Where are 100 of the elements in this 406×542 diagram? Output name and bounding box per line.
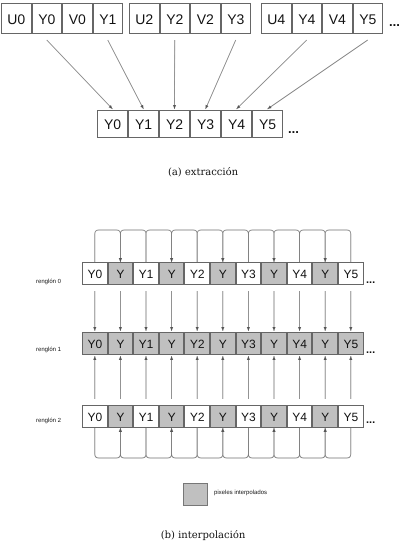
sample-cell: Y2 — [184, 405, 210, 428]
sample-cell: Y — [210, 405, 236, 428]
sample-cell: V0 — [62, 3, 92, 34]
sample-cell: Y — [261, 262, 287, 285]
arrow — [248, 428, 276, 458]
arrow — [236, 40, 308, 110]
sample-cell: Y5 — [352, 3, 383, 34]
sample-cell: Y — [261, 405, 287, 428]
arrow — [272, 356, 276, 400]
sample-cell: Y2 — [184, 262, 210, 285]
arrow — [246, 290, 250, 332]
arrow — [170, 428, 198, 458]
arrow — [221, 290, 224, 332]
sample-cell: Y3 — [236, 332, 262, 355]
arrow — [272, 290, 276, 332]
ellipsis: ... — [366, 414, 376, 426]
arrow — [298, 290, 302, 332]
sample-cell: Y3 — [190, 110, 221, 138]
sample-cell: Y — [312, 262, 338, 285]
sample-cell: Y3 — [236, 262, 262, 285]
sample-cell: Y4 — [286, 262, 312, 285]
ellipsis: ... — [366, 344, 376, 356]
sample-cell: Y0 — [82, 405, 108, 428]
arrow — [299, 428, 327, 458]
sample-cell: Y — [108, 405, 134, 428]
sample-cell: Y2 — [159, 110, 190, 138]
sample-cell: Y3 — [236, 405, 262, 428]
sample-cell: Y0 — [32, 3, 62, 34]
arrow — [144, 290, 148, 332]
sample-cell: Y5 — [338, 262, 364, 285]
arrow — [118, 290, 122, 332]
sample-cell: Y — [312, 332, 338, 355]
arrow — [146, 230, 174, 262]
arrow — [170, 356, 174, 400]
sample-cell: Y — [158, 332, 184, 355]
arrow — [272, 230, 300, 262]
arrow — [118, 428, 146, 458]
sample-cell: Y — [158, 405, 184, 428]
sample-cell: Y3 — [220, 3, 251, 34]
arrow — [267, 40, 368, 110]
arrow — [170, 290, 174, 332]
arrow — [246, 356, 250, 400]
sample-cell: Y — [210, 262, 236, 285]
sample-cell: Y5 — [338, 332, 364, 355]
sample-cell: Y — [210, 332, 236, 355]
sample-cell: Y — [312, 405, 338, 428]
ellipsis: ... — [389, 14, 400, 29]
sample-cell: Y1 — [128, 110, 159, 138]
sample-cell: Y4 — [221, 110, 252, 138]
sample-cell: Y — [261, 332, 287, 355]
sample-cell: Y2 — [160, 3, 190, 34]
arrow — [221, 230, 249, 262]
arrow — [196, 230, 224, 262]
arrow — [349, 356, 352, 400]
sample-cell: Y5 — [252, 110, 283, 138]
arrow — [118, 356, 122, 400]
caption: (a) extracción — [168, 167, 238, 178]
arrow — [248, 230, 276, 262]
sample-cell: U0 — [1, 3, 32, 34]
sample-cell: Y4 — [286, 405, 312, 428]
arrow — [196, 290, 199, 332]
sample-cell: U4 — [261, 3, 292, 34]
arrow — [324, 230, 352, 262]
arrow — [94, 230, 122, 262]
sample-cell: Y1 — [92, 3, 123, 34]
arrow — [196, 428, 224, 458]
arrow — [146, 428, 174, 458]
sample-cell: Y0 — [82, 262, 108, 285]
arrow — [205, 40, 236, 110]
ellipsis: ... — [366, 274, 376, 286]
arrow — [94, 428, 122, 458]
arrow — [221, 428, 249, 458]
sample-cell: V2 — [190, 3, 220, 34]
sample-cell: Y0 — [82, 332, 108, 355]
arrow — [170, 230, 198, 262]
arrow — [144, 356, 148, 400]
arrow — [298, 356, 302, 400]
arrow — [221, 356, 224, 400]
arrow — [324, 290, 327, 332]
sample-cell: Y — [158, 262, 184, 285]
sample-cell: Y — [108, 332, 134, 355]
arrow — [299, 230, 327, 262]
arrow — [93, 356, 96, 400]
arrow — [46, 40, 113, 110]
sample-cell: U2 — [129, 3, 160, 34]
arrow — [349, 290, 352, 332]
sample-cell: Y2 — [184, 332, 210, 355]
sample-cell: Y0 — [97, 110, 128, 138]
arrow — [172, 40, 176, 110]
arrow — [324, 428, 352, 458]
sample-cell: V4 — [322, 3, 352, 34]
caption: (b) interpolación — [160, 530, 246, 541]
ellipsis: ... — [288, 121, 299, 136]
sample-cell: Y1 — [133, 405, 159, 428]
sample-cell: Y — [108, 262, 134, 285]
sample-cell: Y4 — [292, 3, 322, 34]
arrow — [196, 356, 199, 400]
arrow — [272, 428, 300, 458]
sample-cell: Y1 — [133, 262, 159, 285]
arrow — [107, 40, 144, 110]
